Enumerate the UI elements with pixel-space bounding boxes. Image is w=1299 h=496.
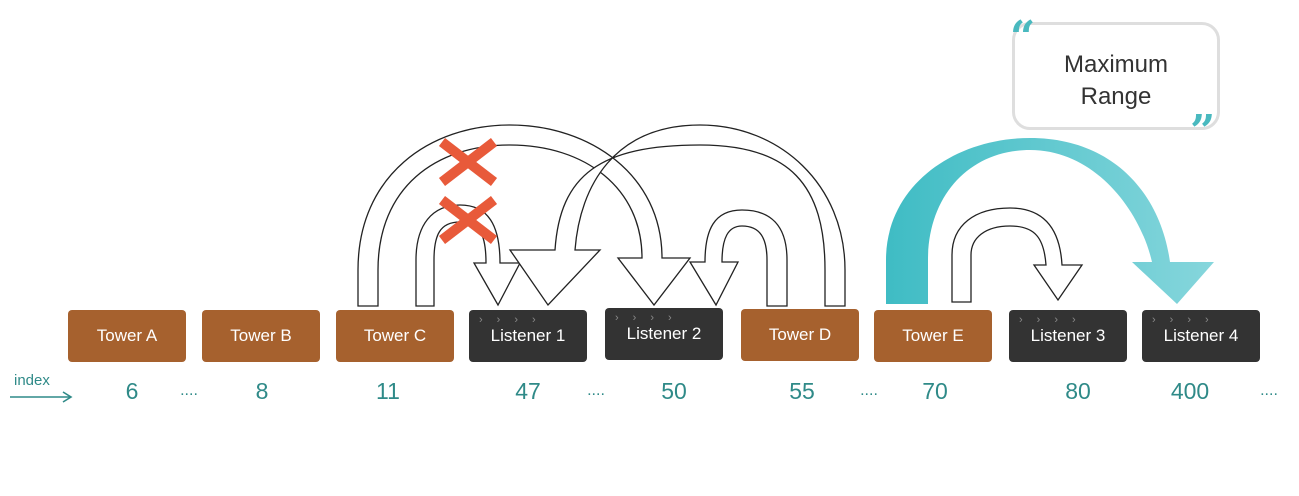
chevrons-icon: ›››› xyxy=(479,314,550,326)
chevrons-icon: ›››› xyxy=(1152,314,1223,326)
index-value: 8 xyxy=(255,378,269,404)
node-label: Tower E xyxy=(902,326,964,345)
chevrons-icon: ›››› xyxy=(1019,314,1090,326)
blocked-x-icon xyxy=(438,138,498,186)
index-value: 50 xyxy=(661,378,687,404)
node-label: Tower A xyxy=(96,326,158,345)
node-label: Tower C xyxy=(363,326,427,345)
maximum-range-callout: Maximum Range xyxy=(1012,22,1220,130)
index-value: 6 xyxy=(125,378,139,404)
node-tower-a: Tower A xyxy=(68,310,186,362)
index-value: 11 xyxy=(376,378,400,404)
node-listener-4: ›››› Listener 4 xyxy=(1142,310,1260,362)
ellipsis: .... xyxy=(1260,382,1278,399)
arc-tower-d-to-listener-2 xyxy=(688,209,788,307)
ellipsis: .... xyxy=(180,382,198,399)
blocked-x-icon xyxy=(438,196,498,244)
node-label: Listener 3 xyxy=(1030,326,1106,345)
ellipsis: .... xyxy=(587,382,605,399)
callout-text: Maximum Range xyxy=(1015,49,1217,113)
callout-line-2: Range xyxy=(1080,83,1152,110)
node-label: Tower D xyxy=(768,325,832,344)
node-listener-3: ›››› Listener 3 xyxy=(1009,310,1127,362)
index-value: 55 xyxy=(789,378,815,404)
index-value: 80 xyxy=(1065,378,1091,404)
arc-tower-c-to-listener-2 xyxy=(357,124,692,307)
node-tower-d: Tower D xyxy=(741,309,859,361)
node-listener-1: ›››› Listener 1 xyxy=(469,310,587,362)
node-tower-e: Tower E xyxy=(874,310,992,362)
chevrons-icon: ›››› xyxy=(615,312,686,324)
node-label: Listener 4 xyxy=(1163,326,1239,345)
index-axis-label: index xyxy=(14,372,50,389)
node-label: Listener 1 xyxy=(490,326,566,345)
callout-line-1: Maximum xyxy=(1063,51,1168,78)
index-value: 400 xyxy=(1170,378,1210,404)
node-tower-c: Tower C xyxy=(336,310,454,362)
index-value: 47 xyxy=(515,378,541,404)
ellipsis: .... xyxy=(860,382,878,399)
node-listener-2: ›››› Listener 2 xyxy=(605,308,723,360)
open-quote-icon: “ xyxy=(1010,12,1036,63)
node-tower-b: Tower B xyxy=(202,310,320,362)
arc-tower-c-to-listener-1 xyxy=(415,204,522,307)
node-label: Tower B xyxy=(230,326,292,345)
node-label: Listener 2 xyxy=(626,324,702,343)
index-value: 70 xyxy=(922,378,948,404)
close-quote-icon: ” xyxy=(1190,106,1216,157)
index-arrow-icon xyxy=(10,391,73,403)
arc-tower-d-to-listener-1 xyxy=(508,124,846,307)
arc-tower-e-to-listener-4-max-range xyxy=(886,138,1214,304)
arc-tower-e-to-listener-3 xyxy=(951,207,1084,303)
